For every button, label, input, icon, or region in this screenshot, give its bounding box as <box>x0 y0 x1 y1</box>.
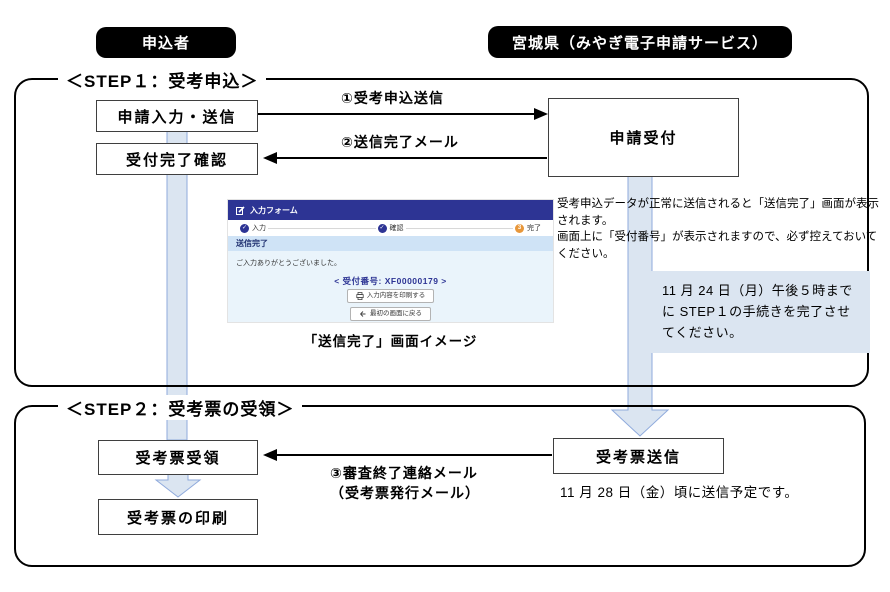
current-step-icon: 3 <box>515 223 524 233</box>
step2-title: ＜STEP２：受考票の受領＞ <box>58 395 303 420</box>
step-item-complete: 3 完了 <box>513 223 543 233</box>
box-application-reception-label: 申請受付 <box>609 130 678 147</box>
schedule-note: 11 月 28 日（金）頃に送信予定です。 <box>560 485 799 500</box>
step2-container <box>14 405 866 567</box>
edit-pencil-icon <box>236 205 245 215</box>
printer-icon <box>356 292 364 300</box>
deadline-note: 11 月 24 日（月）午後５時まで に STEP１の手続きを完了させ てくださ… <box>650 271 870 354</box>
box-ticket-print: 受考票の印刷 <box>98 499 258 535</box>
back-button: 最初の画面に戻る <box>350 307 431 321</box>
step1-title: ＜STEP１：受考申込＞ <box>58 67 267 92</box>
step-item-label: 確認 <box>389 225 404 232</box>
arrow2-label: ②送信完了メール <box>341 134 459 150</box>
check-icon: ✓ <box>377 223 387 233</box>
section-bar: 送信完了 <box>228 236 553 251</box>
box-ticket-send: 受考票送信 <box>553 438 724 474</box>
receipt-number: < 受付番号: XF00000179 > <box>334 276 447 286</box>
step1-container <box>14 78 869 387</box>
actor-service-label: 宮城県（みやぎ電子申請サービス） <box>488 26 792 58</box>
box-ticket-receive-label: 受考票受領 <box>135 450 221 467</box>
box-reception-complete-check-label: 受付完了確認 <box>125 151 228 169</box>
box-reception-complete-check: 受付完了確認 <box>96 143 258 175</box>
box-application-input-send-label: 申請入力・送信 <box>117 108 237 126</box>
actor-applicant-label: 申込者 <box>96 27 236 58</box>
actor-service-text: 宮城県（みやぎ電子申請サービス） <box>511 34 768 52</box>
return-arrow-icon <box>360 311 366 317</box>
step-item-input: ✓ 入力 <box>238 223 268 233</box>
form-header-title: 入力フォーム <box>250 205 298 215</box>
step-item-confirm: ✓ 確認 <box>375 223 406 233</box>
step-item-label: 完了 <box>527 225 541 232</box>
check-icon: ✓ <box>240 223 249 233</box>
box-application-input-send: 申請入力・送信 <box>96 100 258 132</box>
screenshot-body: ご入力ありがとうございました。 < 受付番号: XF00000179 > 入力内… <box>228 251 553 322</box>
print-button-label: 入力内容を印刷する <box>366 292 426 300</box>
screenshot-thumbnail: 入力フォーム ✓ 入力 ✓ 確認 3 完了 送信完了 ご入力ありがとうございまし… <box>228 200 553 322</box>
arrow1-label: ①受考申込送信 <box>341 90 444 106</box>
step-item-label: 入力 <box>252 225 266 232</box>
box-ticket-send-label: 受考票送信 <box>595 448 681 466</box>
thanks-text: ご入力ありがとうございました。 <box>236 260 341 267</box>
back-button-label: 最初の画面に戻る <box>370 310 422 318</box>
info-text: 受考申込データが正常に送信されると「送信完了」画面が表示 されます。 画面上に「… <box>557 198 879 261</box>
box-application-reception: 申請受付 <box>548 98 739 177</box>
arrow3-label: ③審査終了連絡メール （受考票発行メール） <box>330 465 480 501</box>
form-header-bar: 入力フォーム <box>228 200 553 220</box>
actor-applicant-text: 申込者 <box>141 35 190 52</box>
progress-steps: ✓ 入力 ✓ 確認 3 完了 <box>228 220 553 236</box>
box-ticket-receive: 受考票受領 <box>98 440 258 475</box>
box-ticket-print-label: 受考票の印刷 <box>126 509 229 527</box>
screenshot-buttons: 入力内容を印刷する 最初の画面に戻る <box>228 289 553 321</box>
print-button: 入力内容を印刷する <box>346 289 435 303</box>
screenshot-caption: 「送信完了」画面イメージ <box>303 334 478 349</box>
